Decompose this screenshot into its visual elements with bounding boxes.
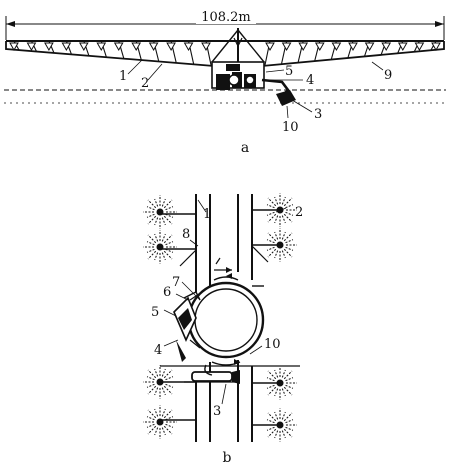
label-4: 4 (154, 343, 162, 358)
central-turntable (187, 273, 265, 366)
label-6: 6 (163, 285, 171, 300)
hose-assembly (160, 364, 300, 384)
label-leaders-b (163, 199, 287, 405)
label-leaders-a (127, 59, 384, 119)
truss-struts-right (264, 40, 441, 66)
ground-line (4, 89, 446, 104)
rotation-arrows (214, 257, 232, 273)
left-main-beam (160, 194, 211, 442)
sprinkler-burst (143, 195, 177, 229)
caption-a: a (241, 140, 249, 156)
label-10: 10 (264, 337, 281, 352)
label-5: 5 (285, 64, 293, 79)
label-2: 2 (295, 205, 303, 220)
span-dimension-label: 108.2m (201, 10, 251, 25)
label-7: 7 (172, 275, 180, 290)
sprinkler-burst (143, 405, 177, 439)
sprinkler-burst (263, 228, 297, 262)
right-main-beam (237, 194, 280, 442)
caption-b: b (223, 450, 232, 466)
label-1: 1 (203, 207, 211, 222)
label-8: 8 (182, 227, 190, 242)
drive-mechanism (173, 291, 201, 362)
label-3: 3 (314, 107, 322, 122)
label-2: 2 (141, 76, 149, 91)
sprinkler-burst (263, 366, 297, 400)
label-9: 9 (384, 68, 392, 83)
label-1: 1 (119, 69, 127, 84)
sprinkler-burst (143, 230, 177, 264)
label-3: 3 (213, 404, 221, 419)
label-10: 10 (282, 120, 299, 135)
truss-struts-left (9, 40, 212, 66)
figure-b: 1 2 3 4 5 6 7 8 10 b (143, 193, 303, 466)
label-4: 4 (306, 73, 314, 88)
spray-boom-truss (5, 28, 445, 67)
central-carriage (211, 61, 296, 106)
figure-a: 108.2m (4, 8, 446, 156)
label-5: 5 (151, 305, 159, 320)
